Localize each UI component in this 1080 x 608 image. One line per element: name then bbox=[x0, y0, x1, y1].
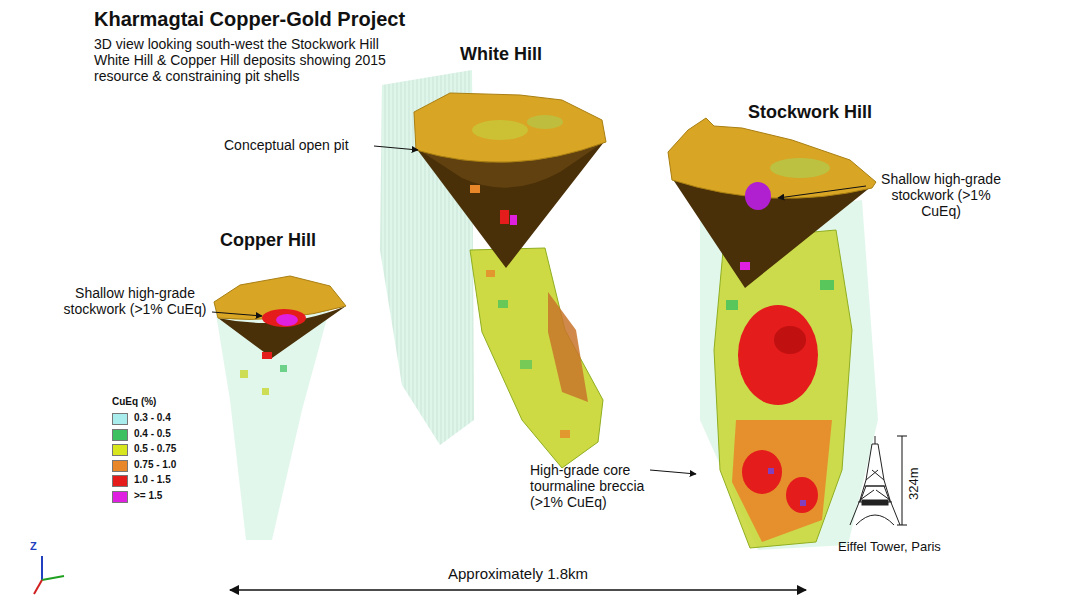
leader-line bbox=[212, 312, 262, 316]
reference-label: Eiffel Tower, Paris bbox=[838, 540, 941, 555]
axis-triad bbox=[34, 556, 64, 594]
legend-text: 1.0 - 1.5 bbox=[134, 474, 171, 485]
scale-arrow bbox=[230, 589, 806, 591]
deposit-name: White Hill bbox=[460, 44, 542, 65]
legend-entry: 0.4 - 0.5 bbox=[112, 429, 202, 442]
subtitle: 3D view looking south-west the Stockwork… bbox=[94, 36, 412, 84]
title: Kharmagtai Copper-Gold Project bbox=[94, 8, 405, 31]
axis-label: Z bbox=[30, 540, 37, 553]
deposit-name: Copper Hill bbox=[220, 230, 316, 251]
leader-line bbox=[778, 186, 866, 198]
legend-entry: >= 1.5 bbox=[112, 491, 202, 504]
legend-swatch bbox=[112, 444, 128, 456]
deposit-name: Stockwork Hill bbox=[748, 102, 872, 123]
legend-title: CuEq (%) bbox=[112, 396, 156, 408]
callout-label: Shallow high-grade stockwork (>1% CuEq) bbox=[62, 285, 208, 317]
legend-entry: 0.5 - 0.75 bbox=[112, 444, 202, 457]
eiffel-tower bbox=[850, 436, 900, 525]
legend-text: 0.75 - 1.0 bbox=[134, 459, 176, 470]
leader-line bbox=[374, 146, 418, 150]
legend-text: 0.5 - 0.75 bbox=[134, 443, 176, 454]
legend-swatch bbox=[112, 460, 128, 472]
leader-line bbox=[650, 470, 696, 474]
legend-text: 0.4 - 0.5 bbox=[134, 428, 171, 439]
legend-text: 0.3 - 0.4 bbox=[134, 412, 171, 423]
height-bar bbox=[902, 436, 903, 525]
legend-text: >= 1.5 bbox=[134, 490, 162, 501]
dimension-label: 324m bbox=[907, 467, 922, 500]
callout-label: High-grade core tourmaline breccia (>1% … bbox=[530, 462, 666, 510]
height-tick bbox=[897, 436, 907, 437]
legend-entry: 1.0 - 1.5 bbox=[112, 475, 202, 488]
legend-swatch bbox=[112, 429, 128, 441]
stockwork-hill-deposit bbox=[668, 118, 878, 550]
legend-swatch bbox=[112, 413, 128, 425]
legend-swatch bbox=[112, 491, 128, 503]
legend-swatch bbox=[112, 475, 128, 487]
white-hill-deposit bbox=[380, 70, 606, 468]
legend-entry: 0.3 - 0.4 bbox=[112, 413, 202, 426]
callout-label: Shallow high-grade stockwork (>1% CuEq) bbox=[870, 171, 1012, 219]
dimension-label: Approximately 1.8km bbox=[358, 565, 678, 582]
legend-entry: 0.75 - 1.0 bbox=[112, 460, 202, 473]
callout-label: Conceptual open pit bbox=[224, 137, 349, 153]
height-tick bbox=[897, 525, 907, 526]
copper-hill-deposit bbox=[214, 276, 346, 540]
